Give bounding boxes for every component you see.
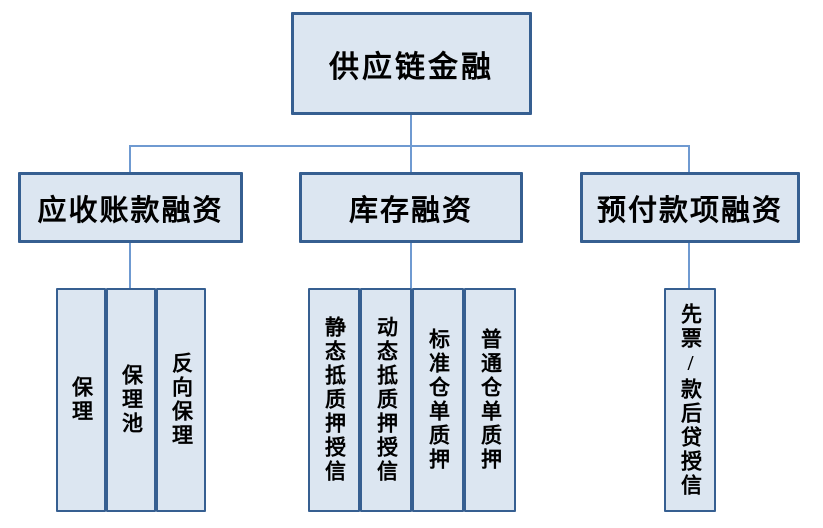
connector-root-vertical [410, 115, 412, 172]
leaf-group-accounts-receivable: 保理 保理池 反向保理 [56, 288, 206, 512]
leaf-label: 动态抵质押授信 [374, 316, 399, 484]
leaf-label: 保理池 [119, 364, 144, 436]
node-accounts-receivable-financing: 应收账款融资 [18, 172, 243, 243]
leaf-label: 反向保理 [169, 352, 194, 448]
connector-horizontal-bar [129, 145, 690, 147]
leaf-group-inventory: 静态抵质押授信 动态抵质押授信 标准仓单质押 普通仓单质押 [308, 288, 516, 512]
leaf-group-prepayment: 先票/款后贷授信 [664, 288, 716, 512]
branch-label: 应收账款融资 [37, 194, 224, 227]
leaf-label: 普通仓单质押 [478, 328, 503, 472]
leaf-label: 静态抵质押授信 [322, 316, 347, 484]
leaf-label: 保理 [69, 376, 94, 424]
node-root-label: 供应链金融 [329, 50, 494, 84]
connector-branch2-to-leaves [688, 243, 690, 288]
node-inventory-financing: 库存融资 [299, 172, 523, 243]
connector-drop-left [129, 146, 131, 172]
connector-branch1-to-leaves [410, 243, 412, 288]
leaf-label: 标准仓单质押 [426, 328, 451, 472]
node-root: 供应链金融 [291, 12, 532, 115]
node-leaf: 普通仓单质押 [464, 288, 516, 512]
node-leaf: 保理 [56, 288, 106, 512]
connector-drop-right [688, 146, 690, 172]
branch-label: 预付款项融资 [596, 194, 783, 227]
node-leaf: 静态抵质押授信 [308, 288, 360, 512]
node-leaf: 先票/款后贷授信 [664, 288, 716, 512]
node-leaf: 标准仓单质押 [412, 288, 464, 512]
node-prepayment-financing: 预付款项融资 [580, 172, 800, 243]
node-leaf: 动态抵质押授信 [360, 288, 412, 512]
connector-branch0-to-leaves [129, 243, 131, 288]
leaf-label: 先票/款后贷授信 [678, 302, 703, 498]
node-leaf: 反向保理 [156, 288, 206, 512]
node-leaf: 保理池 [106, 288, 156, 512]
branch-label: 库存融资 [348, 194, 473, 227]
